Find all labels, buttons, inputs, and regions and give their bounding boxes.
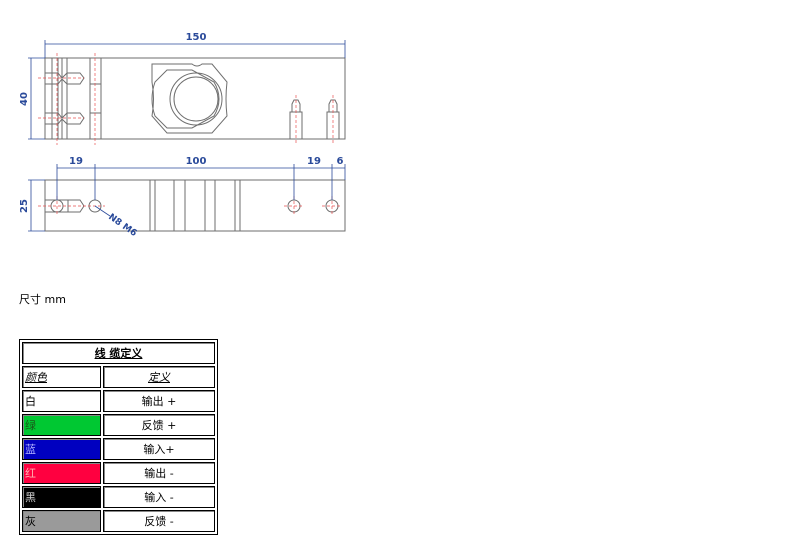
dim-6: 6	[337, 156, 344, 167]
technical-drawing: 150 40 19 100 19 6 25 N8 M6	[19, 32, 346, 239]
top-view-body	[44, 57, 346, 140]
dim-19-left: 19	[69, 156, 83, 167]
dimension-unit-caption: 尺寸 mm	[19, 293, 66, 306]
color-cell: 黑	[22, 486, 101, 508]
header-color: 颜色	[22, 366, 101, 388]
table-row: 绿 反馈 +	[22, 414, 215, 436]
definition-cell: 输出 +	[103, 390, 215, 412]
side-view-body	[44, 179, 346, 232]
octagon-boss	[151, 63, 228, 134]
definition-cell: 输入 -	[103, 486, 215, 508]
color-cell: 蓝	[22, 438, 101, 460]
table-row: 蓝 输入+	[22, 438, 215, 460]
dim-150: 150	[186, 32, 207, 43]
dim-25: 25	[19, 199, 30, 213]
table-row: 黑 输入 -	[22, 486, 215, 508]
definition-cell: 反馈 -	[103, 510, 215, 532]
header-definition: 定义	[103, 366, 215, 388]
cable-definition-table: 线 缆定义 颜色 定义 白 输出 + 绿 反馈 + 蓝 输入+ 红 输出 - 黑…	[19, 339, 218, 535]
table-row: 红 输出 -	[22, 462, 215, 484]
definition-cell: 输出 -	[103, 462, 215, 484]
color-cell: 灰	[22, 510, 101, 532]
definition-cell: 反馈 +	[103, 414, 215, 436]
dim-100: 100	[186, 156, 207, 167]
dim-19-right: 19	[307, 156, 321, 167]
color-cell: 红	[22, 462, 101, 484]
table-row: 白 输出 +	[22, 390, 215, 412]
color-cell: 绿	[22, 414, 101, 436]
thread-label: N8 M6	[106, 212, 138, 239]
table-title: 线 缆定义	[22, 342, 215, 364]
dim-40: 40	[19, 92, 30, 106]
color-cell: 白	[22, 390, 101, 412]
definition-cell: 输入+	[103, 438, 215, 460]
table-row: 灰 反馈 -	[22, 510, 215, 532]
